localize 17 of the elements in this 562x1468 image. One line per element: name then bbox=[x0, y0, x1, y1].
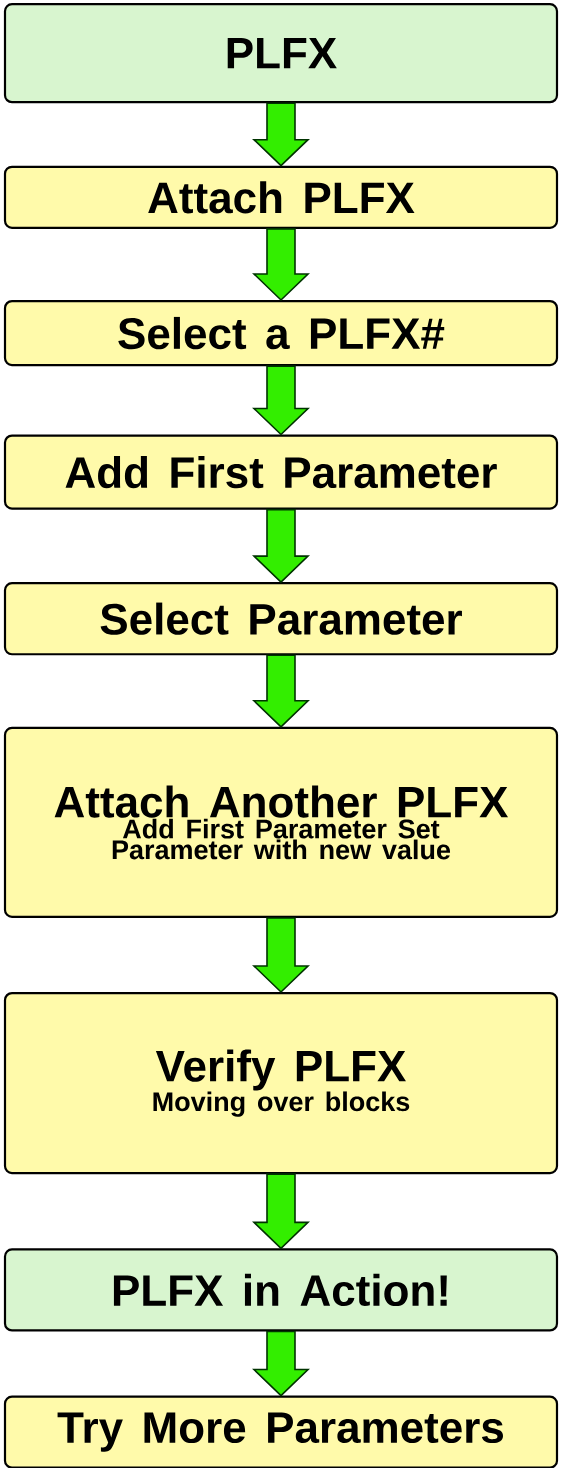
process-box: Attach PLFX bbox=[3, 165, 559, 229]
process-box: Attach Another PLFX Add First Parameter Set Parameter with new value bbox=[3, 726, 559, 918]
arrow bbox=[252, 228, 310, 302]
arrow bbox=[252, 1173, 310, 1250]
process-box: Try More Parameters bbox=[3, 1395, 559, 1468]
arrow bbox=[252, 508, 310, 584]
process-box: Select Parameter bbox=[3, 582, 559, 656]
arrow bbox=[252, 1330, 310, 1397]
process-box: Verify PLFX Moving over blocks bbox=[3, 992, 559, 1175]
arrow bbox=[252, 365, 310, 436]
arrow bbox=[252, 917, 310, 994]
process-box: PLFX bbox=[3, 3, 559, 104]
process-box: Select a PLFX# bbox=[3, 299, 559, 367]
arrow bbox=[252, 654, 310, 728]
process-box: Add First Parameter bbox=[3, 434, 559, 510]
process-box: PLFX in Action! bbox=[3, 1248, 559, 1332]
arrow bbox=[252, 102, 310, 167]
